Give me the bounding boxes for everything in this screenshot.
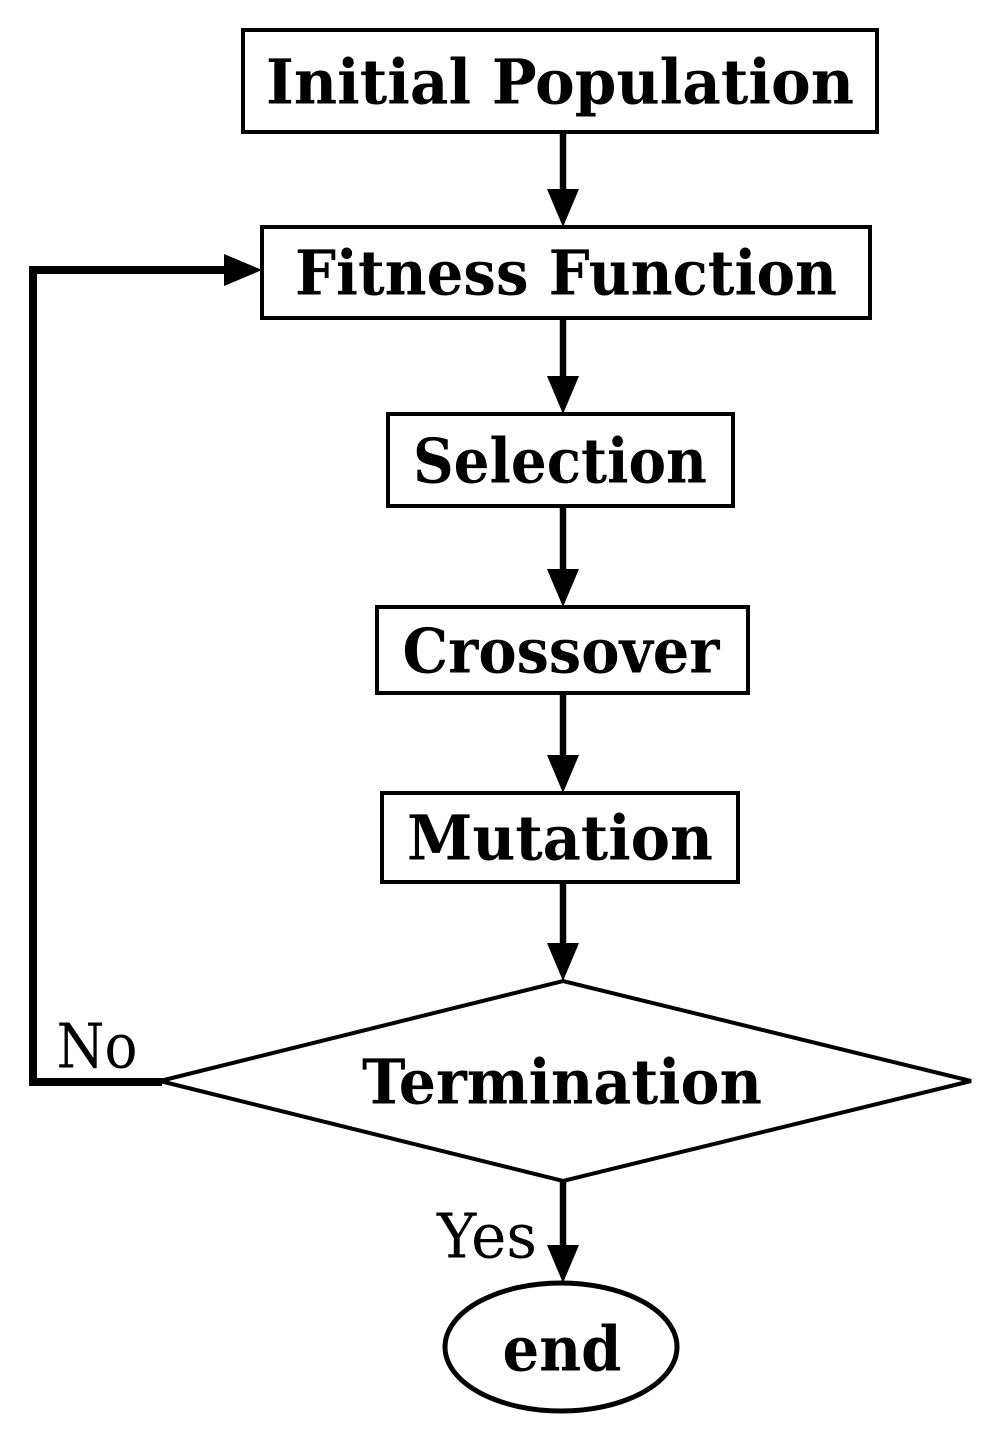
no-edge-label: No <box>57 1010 138 1083</box>
node-fitness-function: Fitness Function <box>260 225 872 320</box>
edge-fitness-to-selection <box>547 318 579 414</box>
node-termination: Termination <box>159 978 972 1184</box>
yes-edge-label: Yes <box>436 1200 537 1273</box>
node-initial-population-box <box>241 28 879 134</box>
node-termination-label: Termination <box>362 1046 762 1119</box>
node-mutation-label: Mutation <box>407 802 713 875</box>
arrowhead-icon <box>547 189 579 227</box>
node-crossover-box <box>375 605 750 695</box>
node-mutation-box <box>380 791 740 884</box>
node-selection-label: Selection <box>413 425 707 498</box>
node-end-ellipse <box>442 1280 680 1414</box>
node-end-label: end <box>503 1313 622 1386</box>
edge-initial-to-fitness <box>547 132 579 227</box>
arrowhead-icon <box>547 376 579 414</box>
node-selection: Selection <box>386 412 735 508</box>
node-initial-population: Initial Population <box>241 28 879 134</box>
arrowhead-icon <box>547 1245 579 1283</box>
arrowhead-icon <box>547 755 579 793</box>
node-crossover-label: Crossover <box>403 615 721 688</box>
edge-termination-to-fitness-no-loop: No <box>29 254 262 1086</box>
node-mutation: Mutation <box>380 791 740 884</box>
node-crossover: Crossover <box>375 605 750 695</box>
arrowhead-icon <box>547 569 579 607</box>
node-termination-diamond <box>159 978 972 1184</box>
no-loop-line <box>29 266 226 1086</box>
edge-selection-to-crossover <box>547 506 579 607</box>
node-fitness-function-label: Fitness Function <box>295 237 837 310</box>
edge-termination-to-end: Yes <box>436 1181 579 1283</box>
edge-mutation-to-termination <box>547 882 579 981</box>
arrowhead-icon <box>547 943 579 981</box>
edge-crossover-to-mutation <box>547 693 579 793</box>
node-end: end <box>442 1280 680 1414</box>
node-fitness-function-box <box>260 225 872 320</box>
arrowhead-icon <box>224 254 262 286</box>
node-selection-box <box>386 412 735 508</box>
node-initial-population-label: Initial Population <box>266 46 854 119</box>
